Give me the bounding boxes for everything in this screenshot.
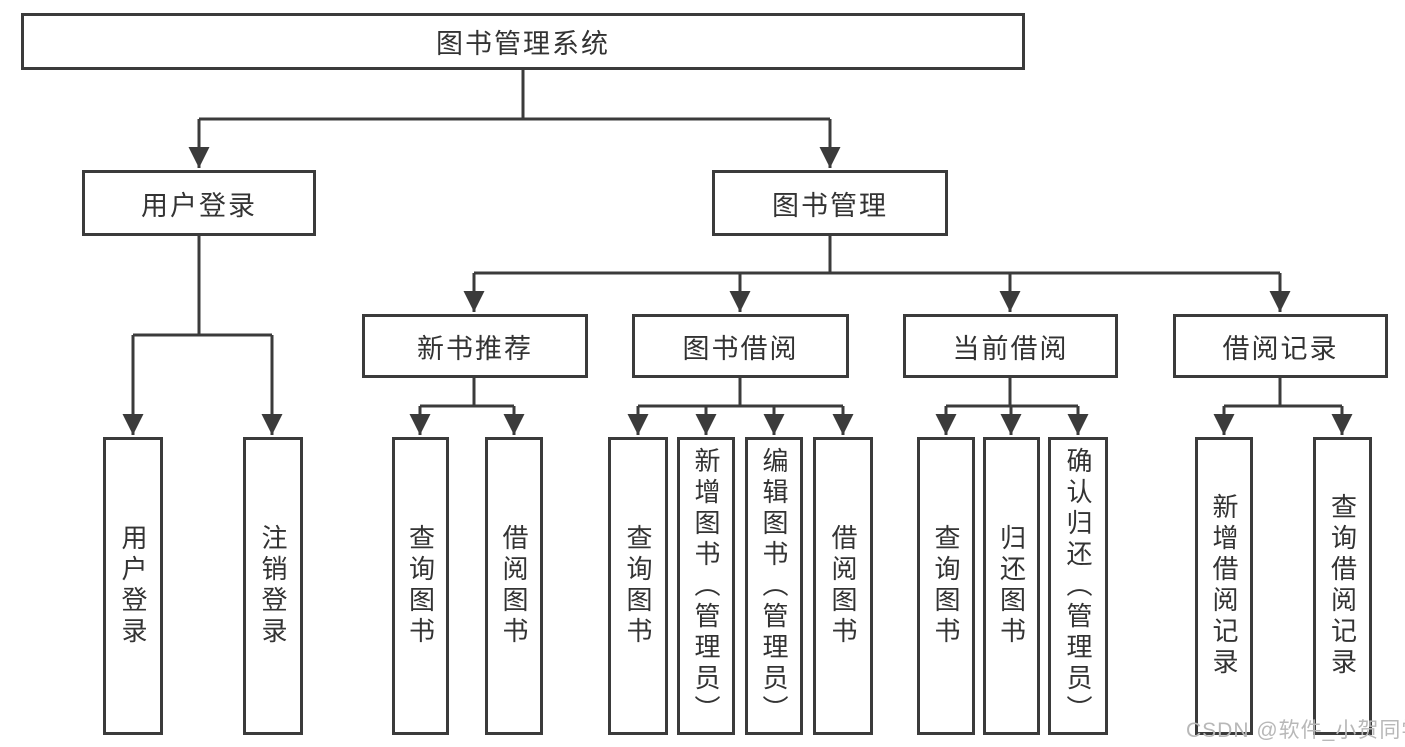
leaf-current-return-books: 归还图书 [983, 437, 1040, 735]
trunk-book-management [474, 236, 1280, 275]
trunk-borrow-records [1224, 378, 1342, 408]
leaf-newbook-borrow-books-label: 借阅图书 [499, 524, 529, 648]
node-current-borrow: 当前借阅 [903, 314, 1118, 378]
watermark: CSDN @软件_小贺同学 [1186, 719, 1405, 742]
leaf-borrow-add-books-admin: 新增图书（管理员） [677, 437, 735, 735]
node-book-management: 图书管理 [712, 170, 948, 236]
leaf-current-query-books: 查询图书 [917, 437, 975, 735]
leaf-current-confirm-return-admin: 确认归还（管理员） [1048, 437, 1108, 735]
trunk-user-login [133, 236, 272, 337]
leaf-current-return-books-label: 归还图书 [996, 524, 1027, 648]
leaf-user-login: 用户登录 [103, 437, 163, 735]
leaf-current-query-books-label: 查询图书 [931, 524, 961, 648]
leaf-borrow-add-books-admin-label: 新增图书（管理员） [691, 446, 721, 726]
leaf-current-confirm-return-admin-label: 确认归还（管理员） [1063, 446, 1093, 726]
leaf-borrow-borrow-books: 借阅图书 [813, 437, 873, 735]
trunk-new-book [420, 378, 514, 408]
leaf-borrow-edit-books-admin-label: 编辑图书（管理员） [759, 446, 789, 726]
leaf-borrow-query-books: 查询图书 [608, 437, 668, 735]
leaf-records-query-borrow-record: 查询借阅记录 [1313, 437, 1372, 735]
trunk-current-borrow [946, 378, 1078, 408]
leaf-newbook-query-books: 查询图书 [392, 437, 449, 735]
leaf-borrow-borrow-books-label: 借阅图书 [828, 524, 858, 648]
node-book-borrow: 图书借阅 [632, 314, 849, 378]
leaf-borrow-edit-books-admin: 编辑图书（管理员） [745, 437, 803, 735]
node-user-login: 用户登录 [82, 170, 316, 236]
leaf-records-add-borrow-record-label: 新增借阅记录 [1209, 493, 1239, 679]
leaf-borrow-query-books-label: 查询图书 [623, 524, 653, 648]
leaf-records-query-borrow-record-label: 查询借阅记录 [1327, 493, 1358, 679]
leaf-newbook-borrow-books: 借阅图书 [485, 437, 543, 735]
leaf-logout-login: 注销登录 [243, 437, 303, 735]
trunk-root [199, 70, 830, 121]
node-root: 图书管理系统 [21, 13, 1025, 70]
leaf-logout-login-label: 注销登录 [258, 524, 288, 648]
node-new-book-recommend: 新书推荐 [362, 314, 588, 378]
leaf-newbook-query-books-label: 查询图书 [405, 524, 436, 648]
trunk-book-borrow [638, 378, 843, 408]
node-borrow-records: 借阅记录 [1173, 314, 1388, 378]
leaf-records-add-borrow-record: 新增借阅记录 [1195, 437, 1253, 735]
leaf-user-login-label: 用户登录 [118, 524, 148, 648]
